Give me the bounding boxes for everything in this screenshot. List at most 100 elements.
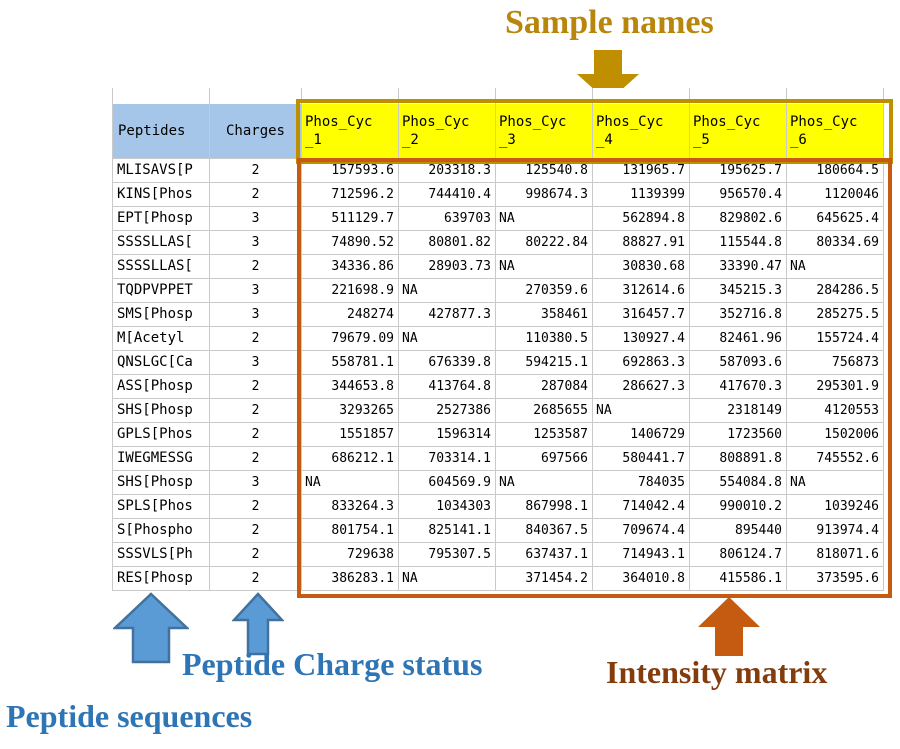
peptide-cell[interactable]: MLISAVS[P xyxy=(112,159,210,183)
sample-column-header[interactable]: Phos_Cyc_4 xyxy=(593,104,690,159)
peptide-cell[interactable]: SMS[Phosp xyxy=(112,303,210,327)
intensity-cell[interactable]: 744410.4 xyxy=(399,183,496,207)
intensity-cell[interactable]: 604569.9 xyxy=(399,471,496,495)
intensity-cell[interactable]: 686212.1 xyxy=(302,447,399,471)
charges-column-header[interactable]: Charges xyxy=(210,104,302,159)
intensity-cell[interactable]: 587093.6 xyxy=(690,351,787,375)
peptide-cell[interactable]: SSSVLS[Ph xyxy=(112,543,210,567)
intensity-cell[interactable]: 74890.52 xyxy=(302,231,399,255)
charge-cell[interactable]: 2 xyxy=(210,159,302,183)
intensity-cell[interactable]: 990010.2 xyxy=(690,495,787,519)
intensity-cell[interactable]: 913974.4 xyxy=(787,519,884,543)
intensity-cell[interactable]: NA xyxy=(496,255,593,279)
intensity-cell[interactable]: 712596.2 xyxy=(302,183,399,207)
peptide-cell[interactable]: KINS[Phos xyxy=(112,183,210,207)
intensity-cell[interactable]: 639703 xyxy=(399,207,496,231)
charge-cell[interactable]: 2 xyxy=(210,447,302,471)
intensity-cell[interactable]: 806124.7 xyxy=(690,543,787,567)
intensity-cell[interactable]: 795307.5 xyxy=(399,543,496,567)
peptide-cell[interactable]: EPT[Phosp xyxy=(112,207,210,231)
intensity-cell[interactable]: 364010.8 xyxy=(593,567,690,591)
intensity-cell[interactable]: 558781.1 xyxy=(302,351,399,375)
intensity-cell[interactable]: 82461.96 xyxy=(690,327,787,351)
sample-column-header[interactable]: Phos_Cyc_1 xyxy=(302,104,399,159)
charge-cell[interactable]: 2 xyxy=(210,327,302,351)
sample-column-header[interactable]: Phos_Cyc_6 xyxy=(787,104,884,159)
intensity-cell[interactable]: 840367.5 xyxy=(496,519,593,543)
intensity-cell[interactable]: NA xyxy=(399,567,496,591)
intensity-cell[interactable]: NA xyxy=(399,327,496,351)
intensity-cell[interactable]: 88827.91 xyxy=(593,231,690,255)
intensity-cell[interactable]: 818071.6 xyxy=(787,543,884,567)
intensity-cell[interactable]: 417670.3 xyxy=(690,375,787,399)
intensity-cell[interactable]: 413764.8 xyxy=(399,375,496,399)
charge-cell[interactable]: 2 xyxy=(210,255,302,279)
intensity-cell[interactable]: 312614.6 xyxy=(593,279,690,303)
intensity-cell[interactable]: 1039246 xyxy=(787,495,884,519)
intensity-cell[interactable]: 729638 xyxy=(302,543,399,567)
charge-cell[interactable]: 3 xyxy=(210,303,302,327)
intensity-cell[interactable]: 829802.6 xyxy=(690,207,787,231)
peptide-cell[interactable]: GPLS[Phos xyxy=(112,423,210,447)
intensity-cell[interactable]: 697566 xyxy=(496,447,593,471)
intensity-cell[interactable]: 833264.3 xyxy=(302,495,399,519)
charge-cell[interactable]: 2 xyxy=(210,423,302,447)
intensity-cell[interactable]: 1120046 xyxy=(787,183,884,207)
intensity-cell[interactable]: 2318149 xyxy=(690,399,787,423)
intensity-cell[interactable]: 180664.5 xyxy=(787,159,884,183)
intensity-cell[interactable]: 285275.5 xyxy=(787,303,884,327)
charge-cell[interactable]: 3 xyxy=(210,471,302,495)
intensity-cell[interactable]: 1034303 xyxy=(399,495,496,519)
intensity-cell[interactable]: 33390.47 xyxy=(690,255,787,279)
charge-cell[interactable]: 2 xyxy=(210,495,302,519)
intensity-cell[interactable]: 1502006 xyxy=(787,423,884,447)
peptide-cell[interactable]: SPLS[Phos xyxy=(112,495,210,519)
peptide-cell[interactable]: M[Acetyl xyxy=(112,327,210,351)
peptide-cell[interactable]: SSSSLLAS[ xyxy=(112,255,210,279)
intensity-cell[interactable]: 808891.8 xyxy=(690,447,787,471)
intensity-cell[interactable]: 1596314 xyxy=(399,423,496,447)
intensity-cell[interactable]: 867998.1 xyxy=(496,495,593,519)
intensity-cell[interactable]: 270359.6 xyxy=(496,279,593,303)
intensity-cell[interactable]: 784035 xyxy=(593,471,690,495)
intensity-cell[interactable]: 345215.3 xyxy=(690,279,787,303)
intensity-cell[interactable]: 125540.8 xyxy=(496,159,593,183)
intensity-cell[interactable]: 2527386 xyxy=(399,399,496,423)
sample-column-header[interactable]: Phos_Cyc_2 xyxy=(399,104,496,159)
peptide-cell[interactable]: IWEGMESSG xyxy=(112,447,210,471)
intensity-cell[interactable]: 30830.68 xyxy=(593,255,690,279)
intensity-cell[interactable]: 358461 xyxy=(496,303,593,327)
peptide-cell[interactable]: SSSSLLAS[ xyxy=(112,231,210,255)
intensity-cell[interactable]: 371454.2 xyxy=(496,567,593,591)
intensity-cell[interactable]: 386283.1 xyxy=(302,567,399,591)
sample-column-header[interactable]: Phos_Cyc_3 xyxy=(496,104,593,159)
intensity-cell[interactable]: 284286.5 xyxy=(787,279,884,303)
intensity-cell[interactable]: NA xyxy=(787,471,884,495)
intensity-cell[interactable]: 287084 xyxy=(496,375,593,399)
intensity-cell[interactable]: 895440 xyxy=(690,519,787,543)
intensity-cell[interactable]: 80801.82 xyxy=(399,231,496,255)
intensity-cell[interactable]: 714943.1 xyxy=(593,543,690,567)
intensity-cell[interactable]: 703314.1 xyxy=(399,447,496,471)
intensity-cell[interactable]: 580441.7 xyxy=(593,447,690,471)
intensity-cell[interactable]: 130927.4 xyxy=(593,327,690,351)
charge-cell[interactable]: 3 xyxy=(210,351,302,375)
intensity-cell[interactable]: NA xyxy=(496,471,593,495)
intensity-cell[interactable]: 415586.1 xyxy=(690,567,787,591)
peptides-column-header[interactable]: Peptides xyxy=(112,104,210,159)
peptide-cell[interactable]: S[Phospho xyxy=(112,519,210,543)
intensity-cell[interactable]: NA xyxy=(496,207,593,231)
peptide-cell[interactable]: SHS[Phosp xyxy=(112,471,210,495)
intensity-cell[interactable]: 676339.8 xyxy=(399,351,496,375)
intensity-cell[interactable]: 295301.9 xyxy=(787,375,884,399)
intensity-cell[interactable]: 286627.3 xyxy=(593,375,690,399)
intensity-cell[interactable]: 131965.7 xyxy=(593,159,690,183)
charge-cell[interactable]: 2 xyxy=(210,183,302,207)
charge-cell[interactable]: 3 xyxy=(210,279,302,303)
intensity-cell[interactable]: 316457.7 xyxy=(593,303,690,327)
intensity-cell[interactable]: 1139399 xyxy=(593,183,690,207)
intensity-cell[interactable]: NA xyxy=(302,471,399,495)
intensity-cell[interactable]: 34336.86 xyxy=(302,255,399,279)
intensity-cell[interactable]: NA xyxy=(399,279,496,303)
intensity-cell[interactable]: 352716.8 xyxy=(690,303,787,327)
